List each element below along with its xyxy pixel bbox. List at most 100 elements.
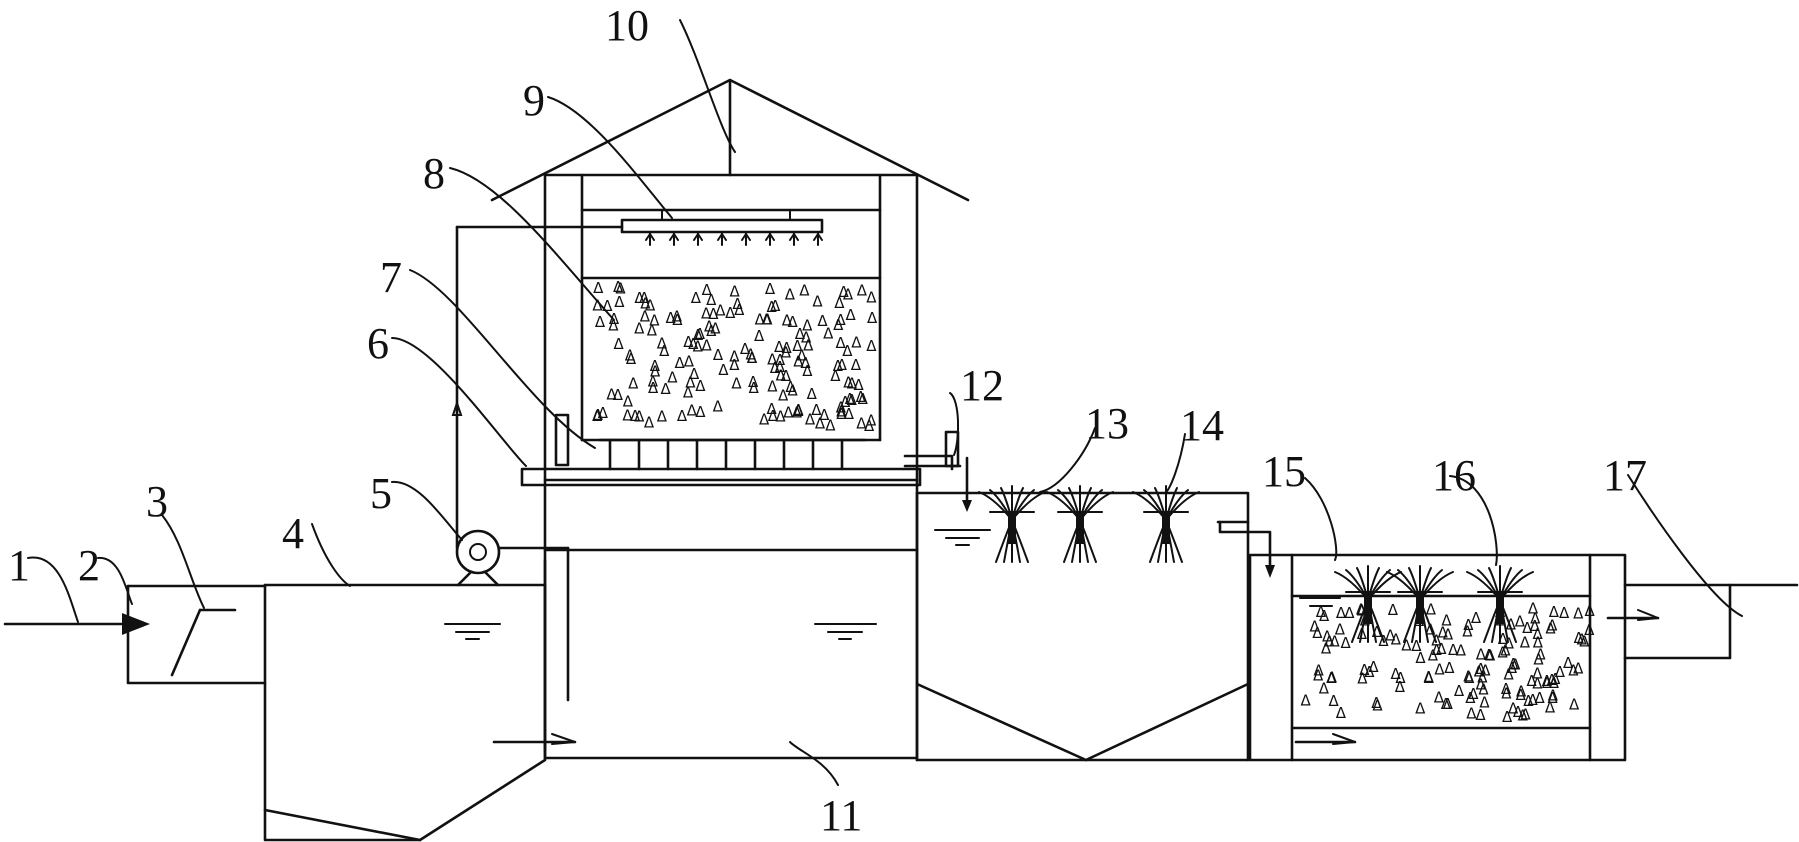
svg-text:Δ: Δ	[854, 376, 865, 394]
svg-text:Δ: Δ	[1372, 623, 1383, 641]
svg-text:Δ: Δ	[1329, 692, 1340, 710]
svg-text:Δ: Δ	[767, 298, 778, 316]
svg-text:Δ: Δ	[1527, 672, 1538, 690]
label-14: 14	[1180, 401, 1224, 450]
regulating-tank	[263, 583, 547, 842]
svg-text:Δ: Δ	[1530, 610, 1541, 628]
svg-text:Δ: Δ	[1518, 707, 1529, 725]
svg-text:Δ: Δ	[666, 309, 677, 327]
svg-text:Δ: Δ	[775, 407, 786, 425]
svg-text:Δ: Δ	[730, 283, 741, 301]
svg-text:Δ: Δ	[1510, 656, 1521, 674]
svg-text:Δ: Δ	[1463, 668, 1474, 686]
svg-text:Δ: Δ	[1395, 678, 1406, 696]
svg-text:Δ: Δ	[702, 281, 713, 299]
svg-text:Δ: Δ	[1528, 599, 1539, 617]
svg-text:Δ: Δ	[695, 377, 706, 395]
plant-icon	[1046, 485, 1114, 563]
svg-text:Δ: Δ	[1356, 601, 1367, 619]
svg-text:Δ: Δ	[1443, 695, 1454, 713]
svg-text:Δ: Δ	[648, 373, 659, 391]
svg-text:Δ: Δ	[844, 405, 855, 423]
riser-pipe	[451, 225, 624, 550]
svg-text:Δ: Δ	[1438, 623, 1449, 641]
svg-text:Δ: Δ	[683, 333, 694, 351]
svg-text:Δ: Δ	[1424, 669, 1435, 687]
svg-text:Δ: Δ	[762, 310, 773, 328]
svg-text:Δ: Δ	[811, 401, 822, 419]
svg-text:Δ: Δ	[1372, 697, 1383, 715]
svg-text:Δ: Δ	[807, 385, 818, 403]
svg-text:Δ: Δ	[1520, 706, 1531, 724]
pump	[455, 529, 570, 702]
svg-text:Δ: Δ	[781, 367, 792, 385]
svg-text:Δ: Δ	[1424, 668, 1435, 686]
svg-text:Δ: Δ	[1432, 641, 1443, 659]
svg-text:Δ: Δ	[718, 361, 729, 379]
svg-text:Δ: Δ	[1532, 664, 1543, 682]
svg-text:Δ: Δ	[614, 335, 625, 353]
surface-wetland	[915, 491, 1275, 762]
svg-text:Δ: Δ	[1436, 640, 1447, 658]
svg-text:Δ: Δ	[1515, 612, 1526, 630]
svg-text:Δ: Δ	[1368, 658, 1379, 676]
svg-text:Δ: Δ	[1319, 679, 1330, 697]
svg-text:Δ: Δ	[1504, 666, 1515, 684]
svg-text:Δ: Δ	[1507, 659, 1518, 677]
svg-text:Δ: Δ	[767, 400, 778, 418]
svg-text:Δ: Δ	[782, 339, 793, 357]
svg-text:Δ: Δ	[630, 407, 641, 425]
svg-text:Δ: Δ	[802, 317, 813, 335]
svg-text:Δ: Δ	[634, 320, 645, 338]
svg-text:Δ: Δ	[1504, 634, 1515, 652]
svg-text:Δ: Δ	[836, 311, 847, 329]
svg-text:Δ: Δ	[802, 362, 813, 380]
svg-text:Δ: Δ	[1549, 674, 1560, 692]
plant-icon	[1334, 565, 1402, 643]
label-2: 2	[78, 541, 100, 590]
svg-text:Δ: Δ	[843, 373, 854, 391]
svg-text:Δ: Δ	[847, 391, 858, 409]
svg-text:Δ: Δ	[634, 289, 645, 307]
svg-text:Δ: Δ	[1415, 649, 1426, 667]
svg-text:Δ: Δ	[693, 326, 704, 344]
svg-text:Δ: Δ	[1401, 637, 1412, 655]
svg-text:Δ: Δ	[1301, 692, 1312, 710]
svg-text:Δ: Δ	[834, 294, 845, 312]
svg-text:Δ: Δ	[1335, 621, 1346, 639]
svg-text:Δ: Δ	[1312, 624, 1323, 642]
svg-text:Δ: Δ	[608, 316, 619, 334]
svg-text:Δ: Δ	[625, 347, 636, 365]
svg-text:Δ: Δ	[1466, 705, 1477, 723]
svg-text:Δ: Δ	[650, 357, 661, 375]
water-level-icon	[444, 623, 501, 640]
plant-icon	[1132, 485, 1200, 563]
svg-text:Δ: Δ	[1550, 670, 1561, 688]
svg-text:Δ: Δ	[1549, 603, 1560, 621]
svg-text:Δ: Δ	[857, 282, 868, 300]
svg-text:Δ: Δ	[1444, 659, 1455, 677]
svg-text:Δ: Δ	[1326, 669, 1337, 687]
svg-text:Δ: Δ	[1478, 681, 1489, 699]
svg-text:Δ: Δ	[851, 334, 862, 352]
svg-text:Δ: Δ	[1465, 689, 1476, 707]
svg-text:Δ: Δ	[1522, 619, 1533, 637]
svg-text:Δ: Δ	[740, 340, 751, 358]
svg-text:Δ: Δ	[866, 289, 877, 307]
svg-text:Δ: Δ	[1443, 625, 1454, 643]
svg-text:Δ: Δ	[792, 337, 803, 355]
svg-text:Δ: Δ	[684, 352, 695, 370]
svg-text:Δ: Δ	[856, 388, 867, 406]
svg-text:Δ: Δ	[1573, 604, 1584, 622]
svg-text:Δ: Δ	[1462, 623, 1473, 641]
label-10: 10	[605, 1, 649, 50]
svg-text:Δ: Δ	[1411, 637, 1422, 655]
leader-lines	[27, 19, 1743, 786]
svg-text:Δ: Δ	[762, 311, 773, 329]
svg-text:Δ: Δ	[672, 311, 683, 329]
svg-text:Δ: Δ	[1545, 699, 1556, 717]
svg-text:Δ: Δ	[833, 316, 844, 334]
label-3: 3	[146, 477, 168, 526]
svg-text:Δ: Δ	[1548, 689, 1559, 707]
